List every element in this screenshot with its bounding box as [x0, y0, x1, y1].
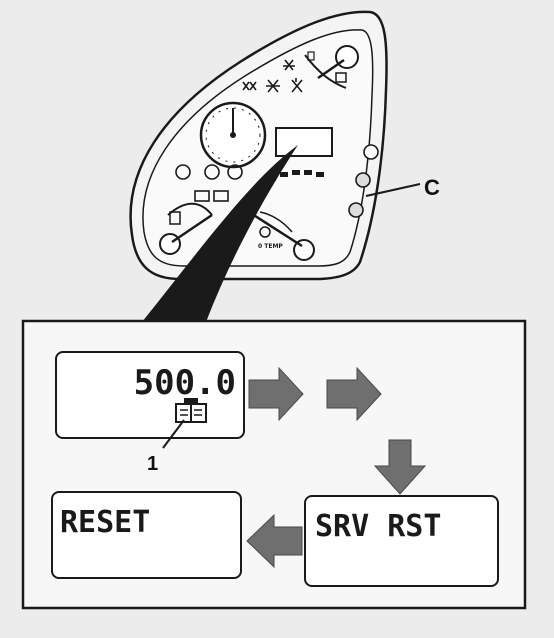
warning-lamp-icon — [227, 164, 243, 180]
service-reset-text: SRV RST — [315, 509, 441, 544]
arrow-right-2 — [326, 366, 382, 422]
warning-icon-row — [242, 59, 303, 93]
service-counter-value: 500.0 — [134, 363, 236, 403]
arrow-right-1 — [248, 366, 304, 422]
warning-icon-2 — [266, 79, 280, 93]
callout-c-label: C — [424, 175, 440, 200]
indicator-lamps — [175, 164, 243, 202]
cluster-side-buttons — [348, 144, 379, 218]
service-reset-screen: SRV RST — [304, 495, 499, 587]
arrow-down — [373, 439, 427, 495]
battery-lamp-icon — [194, 190, 210, 202]
temperature-gauge-label: 0 TEMP — [258, 243, 283, 250]
reset-screen: RESET — [51, 491, 242, 579]
callout-1-leader — [162, 419, 185, 449]
oil-lamp-icon — [204, 164, 220, 180]
cluster-lcd-window — [275, 127, 333, 157]
instrument-cluster: 0 TEMP C — [129, 10, 440, 281]
fuel-gauge-small — [304, 45, 359, 89]
fuel-gauge-bottom-left — [159, 202, 213, 255]
temperature-icon — [259, 226, 271, 238]
service-book-icon — [175, 398, 207, 423]
warning-icon-4 — [283, 59, 295, 71]
engine-lamp-icon — [175, 164, 191, 180]
callout-1-label: 1 — [147, 453, 158, 475]
temperature-gauge: 0 TEMP — [251, 211, 315, 261]
warning-icon-3 — [291, 78, 303, 93]
service-counter-screen: 500.0 1 — [55, 351, 245, 475]
zoom-wedge — [142, 145, 298, 322]
service-lamp-icon — [213, 190, 229, 202]
side-button-2 — [355, 172, 371, 188]
reset-text: RESET — [60, 505, 150, 540]
warning-icon-1 — [242, 81, 257, 91]
fuel-icon — [169, 211, 181, 225]
arrow-left — [246, 513, 303, 569]
side-button-3 — [348, 202, 364, 218]
side-button-1 — [363, 144, 379, 160]
tachometer-gauge — [199, 101, 267, 169]
fuel-pump-icon — [335, 72, 347, 83]
callout-c-leader — [365, 183, 421, 197]
